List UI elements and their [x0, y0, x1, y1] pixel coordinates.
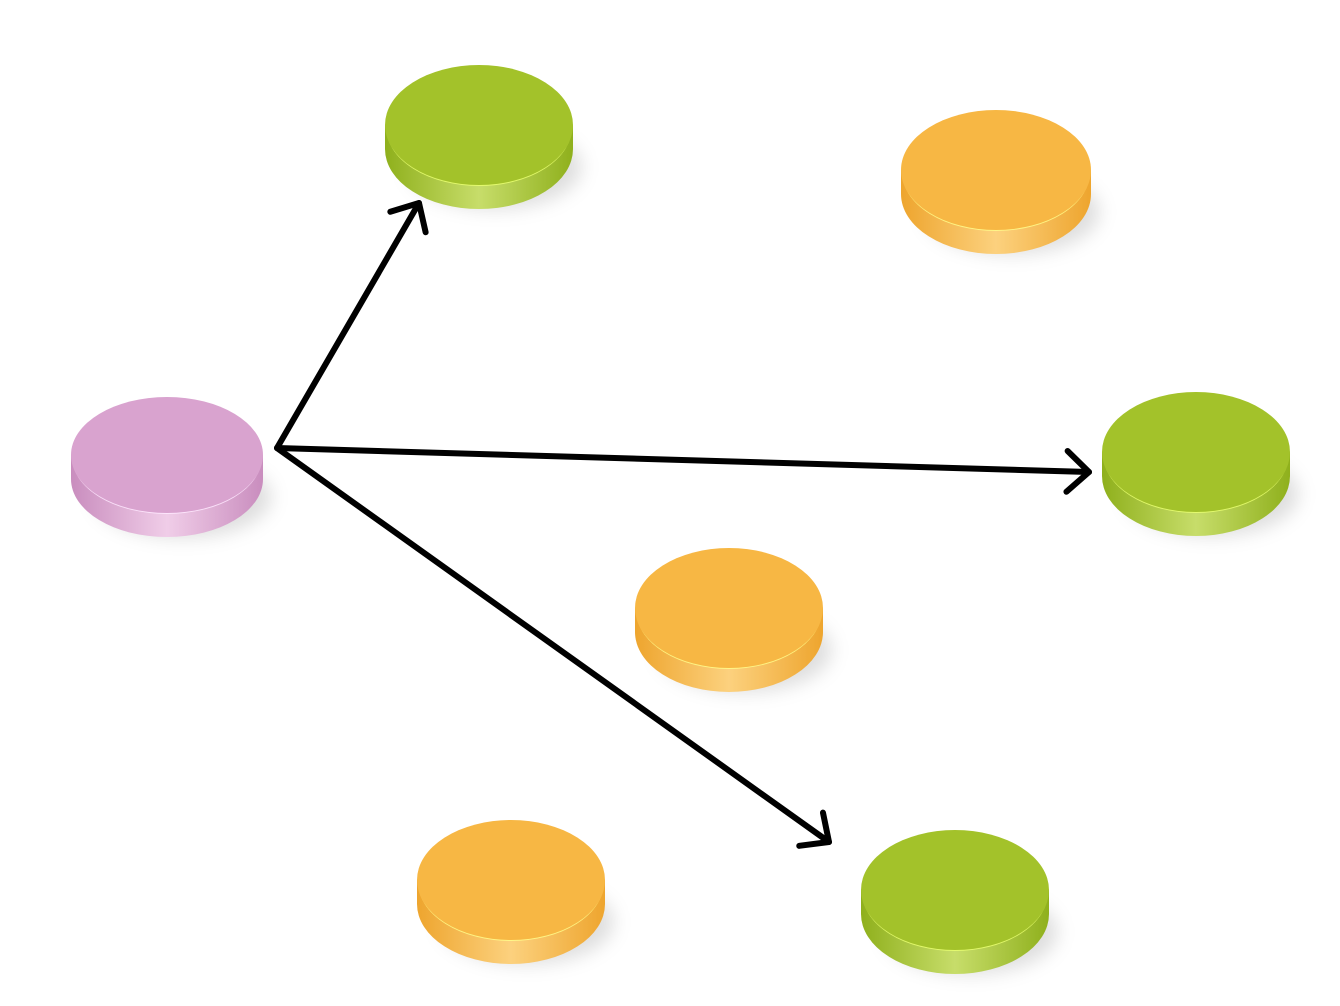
green-right-top: [1102, 392, 1290, 512]
green-bottom-top: [861, 830, 1049, 950]
arrow-shaft: [274, 445, 832, 845]
node-source: [71, 397, 263, 537]
arrow-source-to-green-bottom: [274, 445, 832, 849]
arrow-source-to-green-top: [274, 200, 429, 451]
node-orange-center: [635, 548, 823, 692]
orange-bottom-left-top: [417, 820, 605, 940]
arrow-source-to-green-right: [274, 445, 1092, 495]
node-shadows: [94, 125, 1299, 974]
arrow-shaft: [274, 200, 422, 451]
node-orange-top-right: [901, 110, 1091, 254]
node-green-top: [385, 65, 573, 209]
arrow-head: [1063, 447, 1092, 495]
node-orange-bottom-left: [417, 820, 605, 964]
nodes: [71, 65, 1290, 974]
orange-center-top: [635, 548, 823, 668]
arrow-head: [796, 809, 832, 849]
green-top-top: [385, 65, 573, 185]
edges: [274, 200, 1092, 849]
source-top: [71, 397, 263, 513]
arrow-head: [387, 200, 429, 236]
orange-top-right-top: [901, 110, 1091, 230]
arrow-shaft: [274, 445, 1092, 475]
node-green-right: [1102, 392, 1290, 536]
node-green-bottom: [861, 830, 1049, 974]
